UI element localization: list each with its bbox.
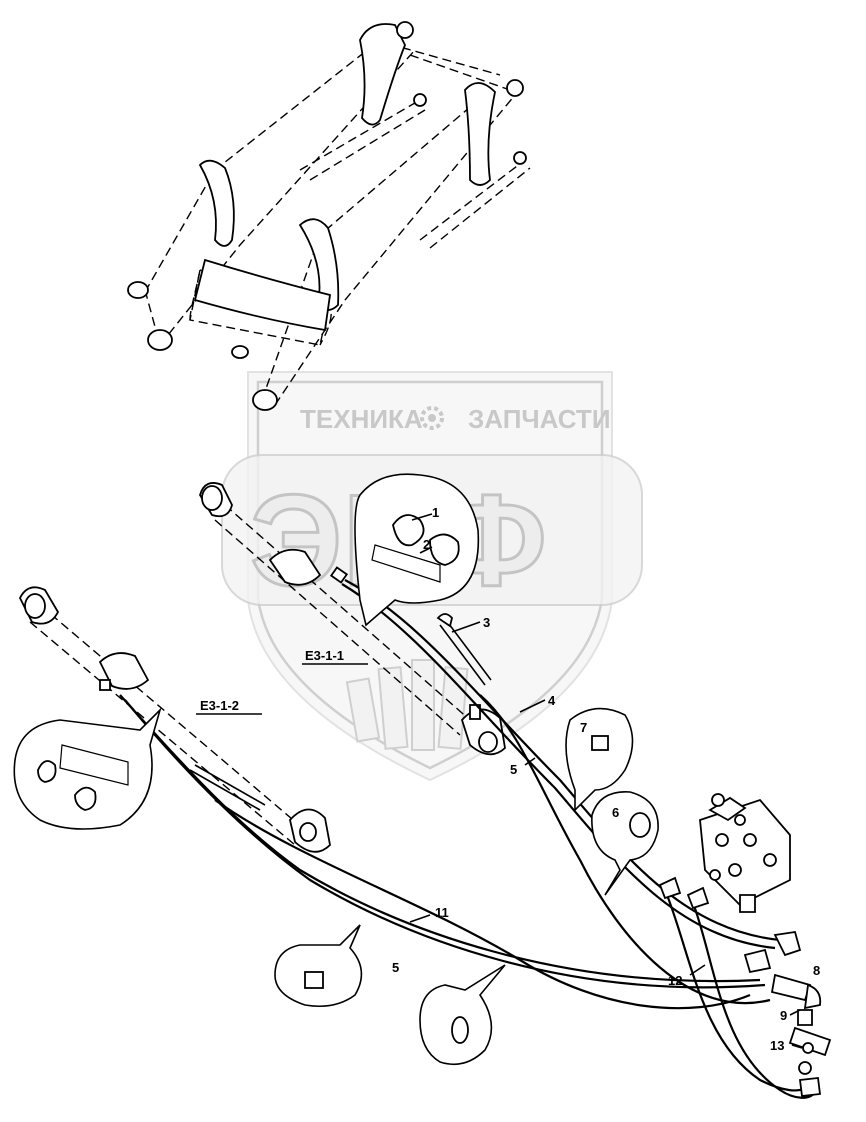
callout-9: 9 bbox=[780, 1008, 787, 1023]
gear-icon bbox=[420, 406, 444, 430]
callout-5-upper: 5 bbox=[510, 762, 517, 777]
detail-bubble-clip-lower bbox=[274, 924, 363, 1008]
watermark-text-right: ЗАПЧАСТИ bbox=[468, 404, 611, 434]
callout-2: 2 bbox=[423, 537, 430, 552]
callout-6: 6 bbox=[612, 805, 619, 820]
callout-3: 3 bbox=[483, 615, 490, 630]
hydraulic-hoses bbox=[119, 579, 816, 1099]
detail-bubble-ring-lower bbox=[419, 964, 506, 1066]
detail-bubble-6 bbox=[591, 791, 659, 896]
callout-11: 11 bbox=[435, 905, 449, 920]
ref-e3-1-1: E3-1-1 bbox=[305, 648, 344, 663]
callout-12: 12 bbox=[668, 973, 682, 988]
ref-e3-1-2: E3-1-2 bbox=[200, 698, 239, 713]
watermark-wheat bbox=[345, 659, 469, 751]
callouts: 1 2 3 4 5 6 7 8 9 11 5 12 13 bbox=[392, 505, 820, 1053]
control-valve bbox=[658, 793, 832, 1097]
callout-8: 8 bbox=[813, 963, 820, 978]
loader-frame bbox=[127, 21, 531, 411]
lower-lift-cylinder bbox=[18, 586, 331, 853]
detail-bubble-clamps-lower bbox=[13, 707, 162, 830]
detail-bubble-clamps-upper bbox=[354, 473, 480, 627]
upper-lift-cylinder bbox=[199, 482, 506, 756]
watermark-text-left: ТЕХНИКА bbox=[300, 404, 423, 434]
reference-labels: E3-1-1 E3-1-2 bbox=[196, 648, 368, 715]
callout-4: 4 bbox=[548, 693, 556, 708]
callout-1: 1 bbox=[432, 505, 439, 520]
callout-7: 7 bbox=[580, 720, 587, 735]
callout-13: 13 bbox=[770, 1038, 784, 1053]
callout-5-lower: 5 bbox=[392, 960, 399, 975]
detail-bubble-7 bbox=[565, 707, 634, 812]
